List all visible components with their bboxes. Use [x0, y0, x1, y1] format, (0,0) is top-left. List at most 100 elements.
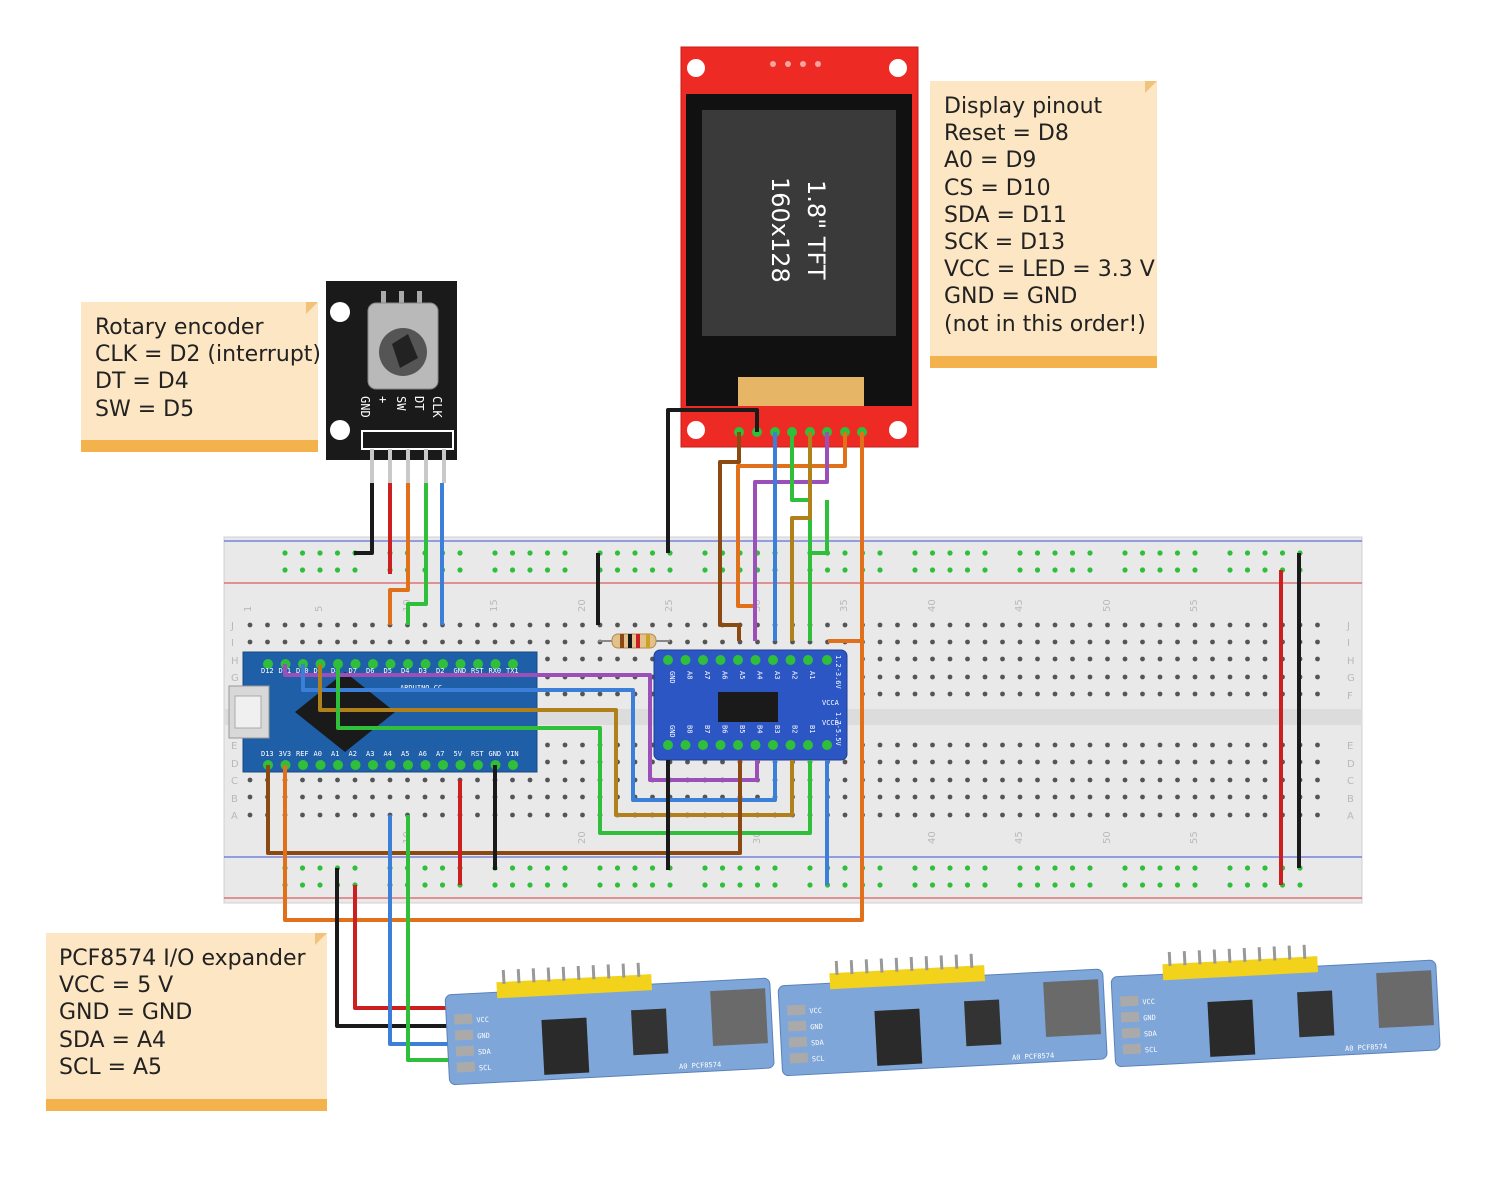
breadboard-hole — [1245, 622, 1250, 628]
rail-hole — [632, 567, 638, 573]
breadboard-hole — [685, 759, 690, 765]
breadboard-hole — [650, 622, 655, 628]
breadboard-hole — [580, 656, 585, 662]
breadboard-hole — [1087, 674, 1093, 680]
rail-hole — [614, 567, 621, 573]
shifter-pin — [733, 740, 743, 750]
breadboard-hole — [562, 639, 568, 645]
rail-hole — [982, 882, 988, 888]
breadboard-hole — [1175, 639, 1180, 645]
rail-hole — [299, 567, 306, 573]
arduino-pin — [263, 659, 273, 669]
note-fold — [306, 302, 318, 314]
breadboard-hole — [1175, 674, 1180, 680]
breadboard-hole — [982, 674, 988, 680]
breadboard-hole — [1157, 691, 1163, 697]
breadboard-hole — [1070, 656, 1075, 662]
resistor — [598, 633, 670, 649]
rail-hole — [929, 865, 936, 871]
breadboard-hole — [282, 639, 288, 645]
note-fold — [1145, 81, 1157, 93]
note-line: CS = D10 — [944, 175, 1051, 201]
shifter-pin — [680, 655, 691, 665]
breadboard-hole — [895, 691, 900, 697]
wire-green-bus — [336, 664, 812, 835]
breadboard-hole — [895, 674, 900, 680]
breadboard-hole — [1000, 639, 1005, 645]
wire-pcf-gnd — [335, 868, 455, 1028]
breadboard-hole — [247, 622, 253, 628]
breadboard-hole — [317, 639, 323, 645]
rail-hole — [649, 865, 656, 871]
breadboard-hole — [947, 656, 953, 662]
breadboard-hole — [1000, 691, 1005, 697]
breadboard-hole — [1227, 812, 1233, 818]
rail-hole — [1227, 865, 1233, 871]
breadboard-hole — [1192, 674, 1198, 680]
breadboard-hole — [825, 622, 830, 628]
breadboard-hole — [930, 639, 935, 645]
rail-hole — [614, 550, 621, 556]
breadboard-hole — [842, 622, 848, 628]
rail-hole — [877, 882, 883, 888]
breadboard-hole — [422, 622, 428, 628]
breadboard-hole — [912, 759, 918, 765]
breadboard-hole — [947, 691, 953, 697]
breadboard-hole — [1245, 674, 1250, 680]
breadboard-hole — [1122, 674, 1128, 680]
arduino-pin — [333, 760, 343, 770]
col-number: 30 — [752, 831, 763, 844]
rail-hole — [649, 550, 656, 556]
breadboard-hole — [720, 639, 725, 645]
row-letter: D — [231, 759, 239, 770]
rail-hole — [527, 882, 533, 888]
rail-hole — [1122, 865, 1128, 871]
breadboard-hole — [1245, 656, 1250, 662]
breadboard-hole — [1245, 794, 1250, 800]
rail-hole — [702, 567, 708, 573]
pcf-module-label: A0 PCF8574 — [679, 1061, 722, 1071]
rail-hole — [439, 865, 446, 871]
rail-hole — [509, 550, 516, 556]
rail-hole — [632, 550, 638, 556]
breadboard-hole — [1210, 674, 1215, 680]
breadboard-hole — [877, 622, 883, 628]
breadboard-hole — [1157, 622, 1163, 628]
breadboard-hole — [965, 759, 970, 765]
breadboard-hole — [597, 656, 603, 662]
breadboard-hole — [842, 777, 848, 783]
breadboard-hole — [895, 639, 900, 645]
shifter-vcca: VCCA — [822, 699, 840, 707]
shifter-pin — [733, 655, 743, 665]
arduino-pin-label: A7 — [436, 750, 444, 758]
breadboard-hole — [1140, 691, 1145, 697]
breadboard-hole — [877, 812, 883, 818]
wire-blue-bus — [301, 664, 777, 802]
pcf-pin-label: SCL — [1145, 1046, 1158, 1055]
rail-hole — [912, 550, 918, 556]
rail-hole — [1244, 865, 1251, 871]
breadboard-hole — [545, 777, 550, 783]
shifter-pin — [750, 740, 761, 750]
rotary-encoder-module: CLK DT SW + GND — [326, 281, 457, 483]
rail-hole — [912, 865, 918, 871]
breadboard-hole — [965, 691, 970, 697]
breadboard-hole — [545, 622, 550, 628]
arduino-pin-label: D6 — [366, 667, 374, 675]
encoder-pin-label: DT — [412, 396, 426, 410]
breadboard-hole — [1035, 674, 1040, 680]
rail-hole — [1174, 567, 1181, 573]
col-number: 15 — [489, 599, 500, 612]
rail-hole — [317, 865, 323, 871]
tft-size-label: 1.8" TFT — [802, 180, 830, 280]
shifter-pin — [768, 655, 778, 665]
rail-hole — [947, 567, 953, 573]
breadboard-hole — [1017, 777, 1023, 783]
breadboard-hole — [1175, 622, 1180, 628]
breadboard-hole — [1140, 812, 1145, 818]
arduino-pin-label: D3 — [419, 667, 427, 675]
breadboard-hole — [877, 794, 883, 800]
breadboard-hole — [1087, 639, 1093, 645]
